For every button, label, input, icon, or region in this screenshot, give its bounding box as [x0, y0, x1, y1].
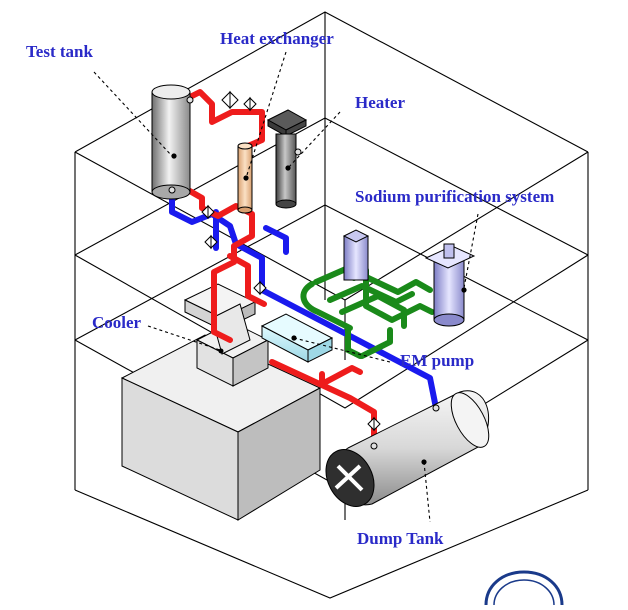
label-dump-tank: Dump Tank [357, 529, 444, 548]
heat-exchanger [237, 142, 253, 214]
logo-fragment [484, 570, 564, 606]
test-tank [151, 84, 194, 200]
hot-leg-piping [185, 89, 377, 451]
cooler-block [120, 283, 322, 521]
valves [201, 90, 381, 432]
label-test-tank: Test tank [26, 42, 93, 61]
callout-lines [93, 51, 479, 523]
label-heater: Heater [355, 93, 405, 112]
dump-tank [325, 390, 490, 507]
label-em-pump: EM pump [400, 351, 474, 370]
label-cooler: Cooler [92, 313, 142, 332]
em-pump [260, 313, 334, 363]
label-sodium-purification-system: Sodium purification system [355, 187, 554, 206]
label-heat-exchanger: Heat exchanger [220, 29, 334, 48]
heater [266, 109, 308, 209]
purification-vessels [342, 229, 476, 327]
